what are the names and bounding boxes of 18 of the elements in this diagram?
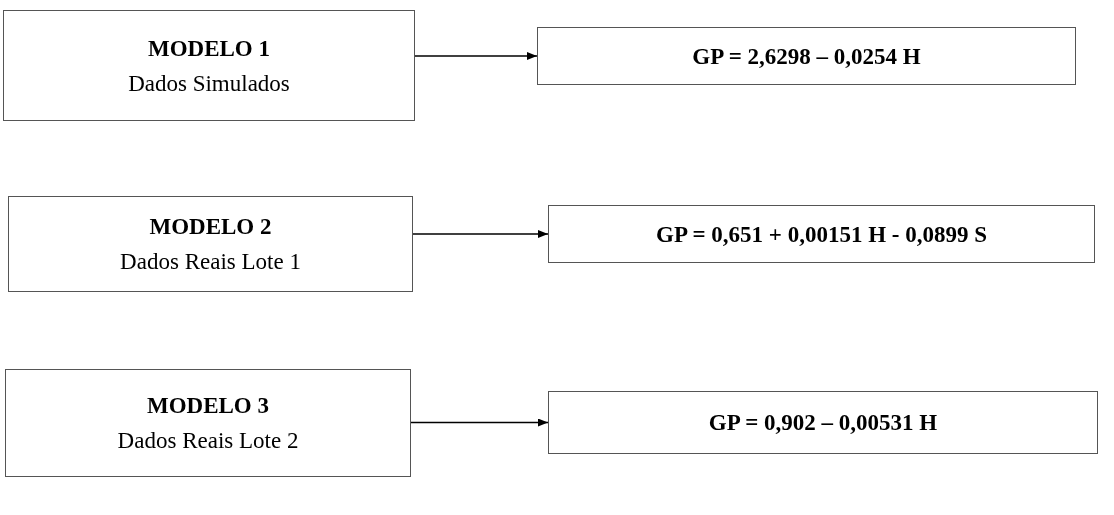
equation-box bbox=[548, 205, 1095, 263]
model-title: MODELO 1 bbox=[148, 36, 270, 60]
model-box bbox=[5, 369, 411, 477]
equation: GP = 0,902 – 0,00531 H bbox=[708, 411, 938, 434]
equation: GP = 0,651 + 0,00151 H - 0,0899 S bbox=[656, 222, 987, 246]
equation-box bbox=[548, 391, 1098, 454]
model-title: MODELO 3 bbox=[147, 394, 269, 417]
model-title: MODELO 2 bbox=[149, 215, 272, 238]
arrow bbox=[410, 418, 549, 427]
equation: GP = 2,6298 – 0,0254 H bbox=[692, 44, 921, 68]
model-description: Dados Reais Lote 2 bbox=[117, 429, 299, 452]
equation-box bbox=[537, 27, 1076, 85]
model-description: Dados Simulados bbox=[128, 71, 290, 95]
arrow bbox=[412, 230, 549, 238]
model-box bbox=[3, 10, 415, 121]
model-description: Dados Reais Lote 1 bbox=[120, 250, 301, 273]
model-box bbox=[8, 196, 413, 292]
arrow bbox=[414, 52, 538, 60]
